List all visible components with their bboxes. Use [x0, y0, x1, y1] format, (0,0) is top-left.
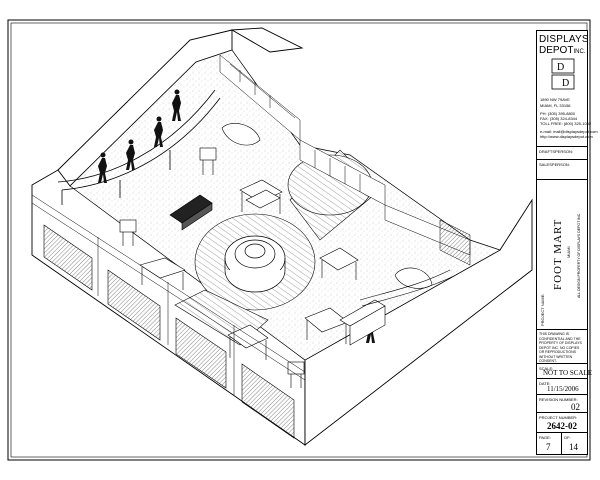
notice-vertical: ALL DESIGN PROPERTY OF DISPLAYS DEPOT IN… [577, 212, 581, 298]
revision-label: REVISION NUMBER: [539, 397, 578, 402]
window-1 [43, 224, 93, 291]
project-location: MIAMI [566, 246, 571, 258]
mannequin-figures [98, 89, 375, 343]
project-number-value: 2642-02 [547, 421, 577, 431]
page-divider [561, 433, 562, 454]
date-value: 11/15/2006 [547, 385, 579, 393]
company-phone: PH: (305) 395-8800 [540, 111, 576, 116]
curved-display-north [221, 123, 261, 146]
shoe-stand-3 [287, 361, 305, 388]
table-cluster-5 [227, 324, 269, 360]
notice-cell: THIS DRAWING IS CONFIDENTIAL AND THE PRO… [537, 330, 587, 364]
mezzanine-railing [57, 89, 221, 205]
storefront-windows [43, 224, 295, 439]
draftsperson-label: DRAFTSPERSON: [539, 149, 574, 154]
scale-label: SCALE: [539, 366, 554, 371]
revision-value: 02 [571, 402, 580, 412]
project-number-cell: PROJECT NUMBER: 2642-02 [537, 413, 587, 433]
company-address1: 1890 NW 79AVE [540, 97, 570, 102]
company-name-line2: DEPOTINC. [539, 45, 585, 56]
date-cell: DATE: 11/15/2006 [537, 379, 587, 395]
salesperson-label: SALESPERSON: [539, 162, 570, 167]
company-name-line2-text: DEPOT [539, 45, 574, 56]
salesperson-cell: SALESPERSON: [537, 160, 587, 180]
title-block: DISPLAYS DEPOTINC. D D 1890 NW 79AVE MIA… [536, 30, 598, 455]
of-value: 14 [569, 442, 578, 452]
window-2 [107, 269, 161, 341]
date-label: DATE: [539, 381, 551, 386]
company-logo-cell: DISPLAYS DEPOTINC. D D 1890 NW 79AVE MIA… [537, 31, 598, 147]
window-4 [241, 363, 295, 439]
company-address2: MIAMI, FL 33156 [540, 103, 571, 108]
company-website: http://www.displaysdepot.com [540, 134, 593, 139]
shoe-stand-2 [119, 219, 137, 246]
of-label: OF: [564, 435, 571, 440]
wall-shelving [219, 54, 471, 266]
outer-border [7, 19, 591, 461]
project-name-cell: PROJECT NAME: FOOT MART MIAMI ALL DESIGN… [537, 180, 587, 330]
svg-text:D: D [562, 78, 569, 89]
table-cluster-1 [239, 179, 283, 214]
page-value: 7 [546, 442, 551, 452]
revision-cell: REVISION NUMBER: 02 [537, 395, 587, 413]
scale-value: NOT TO SCALE [543, 369, 593, 377]
company-name-suffix: INC. [573, 49, 586, 55]
page-cell: PAGE: 7 OF: 14 [537, 433, 587, 454]
facade-ledge [31, 194, 306, 395]
display-fixtures [119, 123, 455, 388]
company-fax: FAX: (305) 324-8344 [540, 116, 578, 121]
project-name: FOOT MART [552, 218, 564, 290]
svg-text:D: D [557, 62, 564, 73]
company-email: e-mail: mail@displaysdepot.com [540, 129, 598, 134]
center-circular-display [224, 235, 286, 293]
confidential-notice: THIS DRAWING IS CONFIDENTIAL AND THE PRO… [539, 332, 582, 363]
right-railing [359, 269, 451, 301]
roof-segment [230, 27, 304, 53]
project-name-label: PROJECT NAME: [540, 293, 545, 326]
table-cluster-3 [319, 247, 359, 280]
company-logo-icon: D D [551, 58, 575, 90]
page-label: PAGE: [539, 435, 551, 440]
shoe-stand-1 [199, 147, 217, 175]
window-3 [175, 317, 227, 389]
company-toll-free: TOLL FREE: (800) 325-1092 [540, 121, 592, 126]
company-name-line1: DISPLAYS [539, 34, 589, 45]
draftsperson-cell: DRAFTSPERSON: [537, 147, 587, 160]
scale-cell: SCALE: NOT TO SCALE [537, 364, 592, 379]
project-number-label: PROJECT NUMBER: [539, 415, 578, 420]
